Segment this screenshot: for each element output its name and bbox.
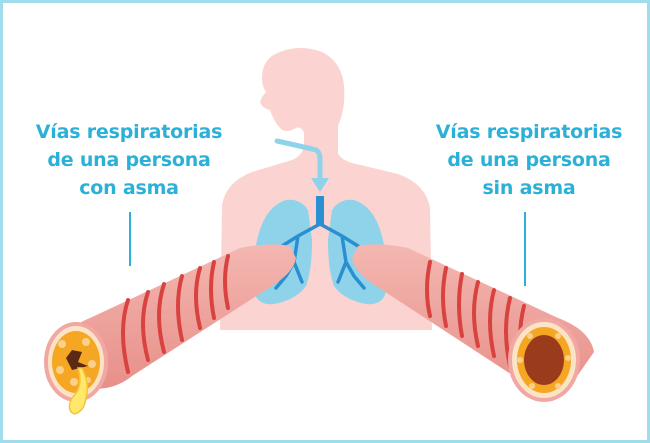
- airflow-arrow: [274, 138, 329, 192]
- label-without-asthma-line1: Vías respiratorias: [435, 121, 623, 143]
- label-with-asthma-line2: de una persona: [47, 149, 211, 171]
- airway-tube-healthy: [352, 244, 594, 402]
- label-without-asthma: Vías respiratorias de una persona sin as…: [420, 118, 638, 202]
- label-without-asthma-line3: sin asma: [482, 177, 576, 199]
- label-with-asthma-line1: Vías respiratorias: [35, 121, 223, 143]
- label-with-asthma: Vías respiratorias de una persona con as…: [20, 118, 238, 202]
- label-with-asthma-line3: con asma: [79, 177, 179, 199]
- label-without-asthma-line2: de una persona: [447, 149, 611, 171]
- airway-tube-asthma: [44, 244, 296, 415]
